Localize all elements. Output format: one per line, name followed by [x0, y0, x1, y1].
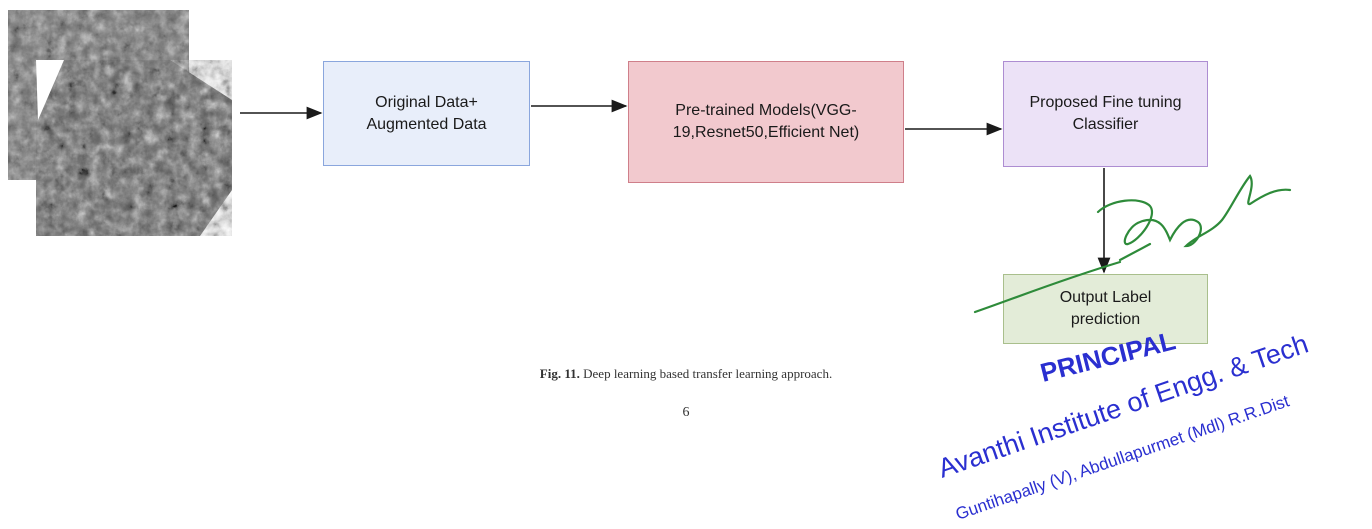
fine-tuning-node: Proposed Fine tuning Classifier [1003, 61, 1208, 167]
pretrained-models-node: Pre-trained Models(VGG- 19,Resnet50,Effi… [628, 61, 904, 183]
texture-image [8, 10, 232, 236]
caption-label: Fig. 11. [539, 366, 580, 381]
original-data-label: Original Data+ Augmented Data [366, 93, 487, 133]
stamp-text: PRINCIPAL Avanthi Institute of Engg. & T… [934, 325, 1312, 524]
output-node: Output Label prediction [1003, 274, 1208, 344]
output-label: Output Label prediction [1059, 289, 1152, 328]
page-number: 6 [682, 405, 690, 420]
signature [973, 174, 1292, 314]
caption-text: Deep learning based transfer learning ap… [583, 366, 833, 381]
pretrained-models-label: Pre-trained Models(VGG- 19,Resnet50,Effi… [672, 102, 860, 141]
original-data-node: Original Data+ Augmented Data [323, 61, 530, 166]
figure-caption: Fig. 11. Deep learning based transfer le… [0, 366, 1372, 382]
fine-tuning-label: Proposed Fine tuning Classifier [1029, 94, 1182, 133]
